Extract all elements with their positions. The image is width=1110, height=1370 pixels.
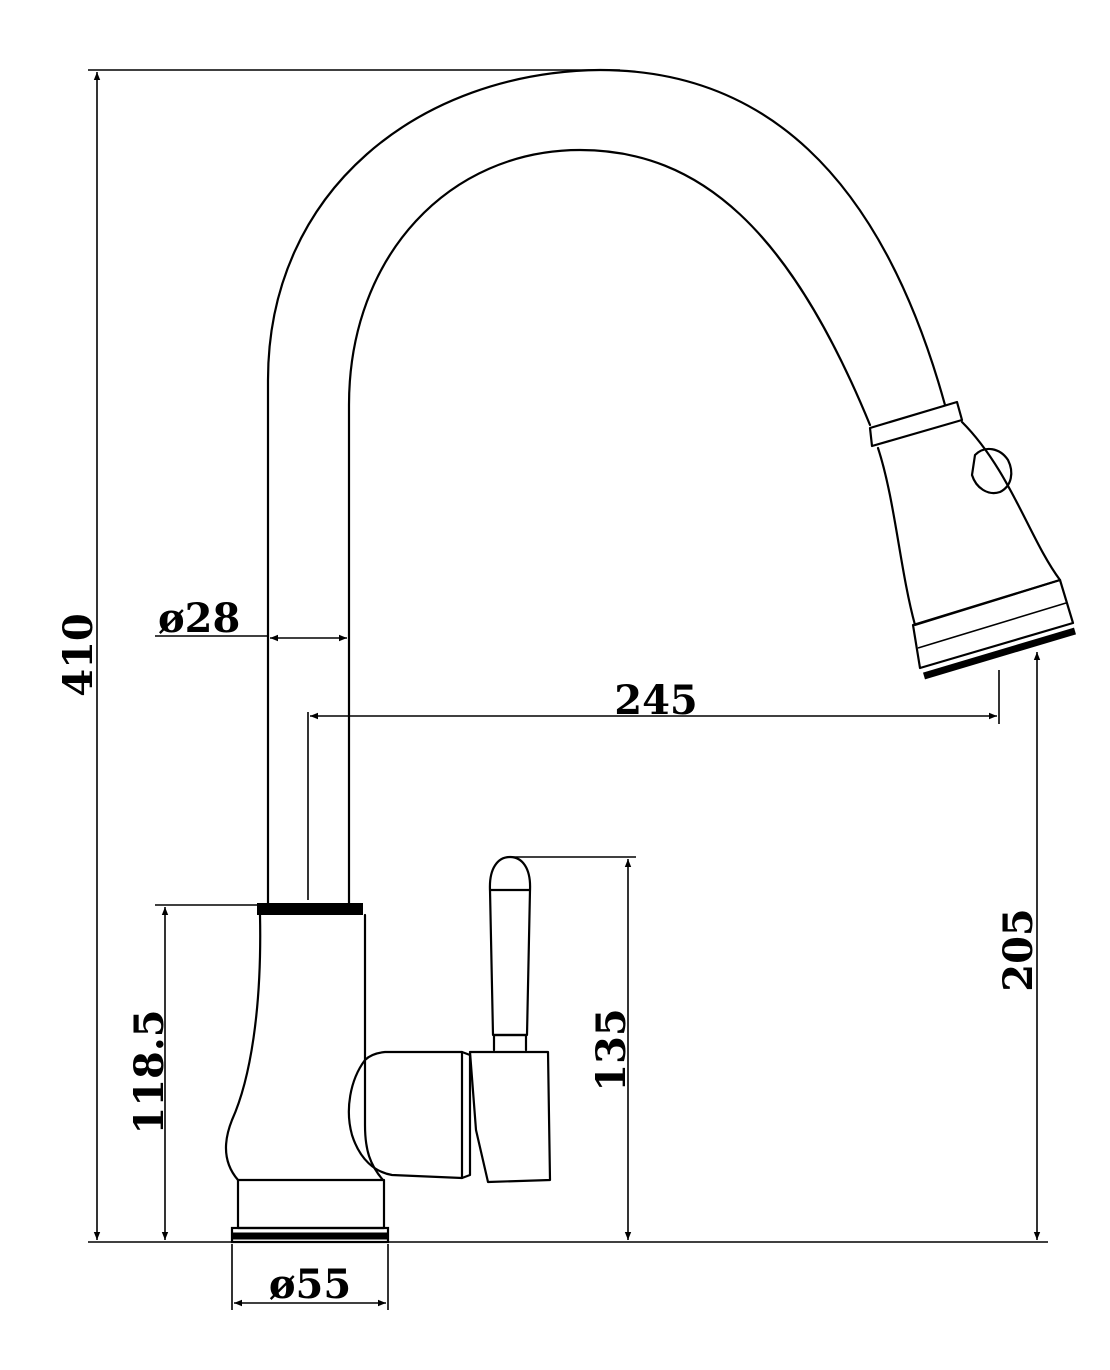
dim-label-118-5: 118.5 <box>126 1009 173 1134</box>
lever-cap <box>468 1050 552 1184</box>
lever-housing <box>347 1050 472 1180</box>
dimension-lines <box>88 69 1048 1310</box>
dim-label-28: ø28 <box>158 595 240 642</box>
lever-grip <box>488 855 532 1037</box>
spray-button <box>970 447 1013 495</box>
dimension-labels: 410 ø28 245 205 135 118.5 ø55 <box>55 595 1042 1308</box>
spout-inner-line <box>347 148 872 907</box>
base-ring <box>236 1178 386 1230</box>
faucet-outline <box>225 68 1076 1244</box>
spray-collar <box>868 400 964 448</box>
faucet-body <box>225 913 385 1182</box>
dim-label-410: 410 <box>55 613 102 697</box>
dim-label-55: ø55 <box>269 1261 351 1308</box>
spout-outer-line <box>266 68 947 907</box>
dim-label-245: 245 <box>614 677 698 724</box>
body-top-collar <box>257 903 363 915</box>
spray-body <box>876 420 1062 627</box>
spray-nozzle-plate <box>923 627 1076 680</box>
dim-label-205: 205 <box>995 908 1042 992</box>
dim-label-135: 135 <box>588 1008 635 1092</box>
spray-face-ring <box>911 578 1075 670</box>
spray-head <box>868 400 1076 680</box>
lever-handle <box>492 1033 528 1052</box>
